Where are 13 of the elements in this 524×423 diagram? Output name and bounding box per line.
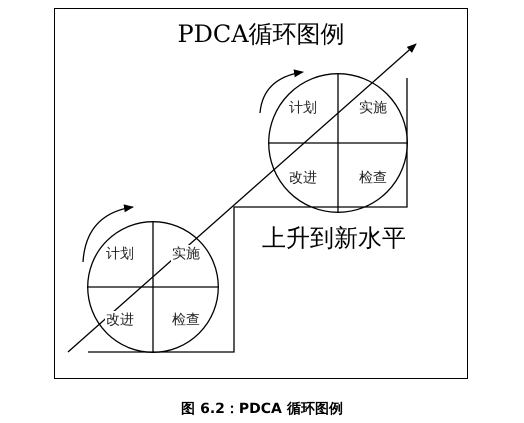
quadrant-text: 计划: [87, 221, 153, 287]
quadrant-text: 改进: [268, 143, 338, 213]
title: PDCA循环图例: [176, 19, 346, 50]
quadrant-text: 检查: [153, 287, 219, 353]
quadrant-text: 计划: [268, 73, 338, 143]
caption: 图 6.2：PDCA 循环图例: [180, 400, 344, 418]
level-label: 上升到新水平: [262, 223, 406, 254]
quadrant-text: 检查: [338, 143, 408, 213]
quadrant-text: 实施: [338, 73, 408, 143]
pdca-circle: [268, 73, 408, 213]
quadrant-text: 改进: [87, 287, 153, 353]
quadrant-text: 实施: [153, 221, 219, 287]
pdca-circle: [87, 221, 219, 353]
